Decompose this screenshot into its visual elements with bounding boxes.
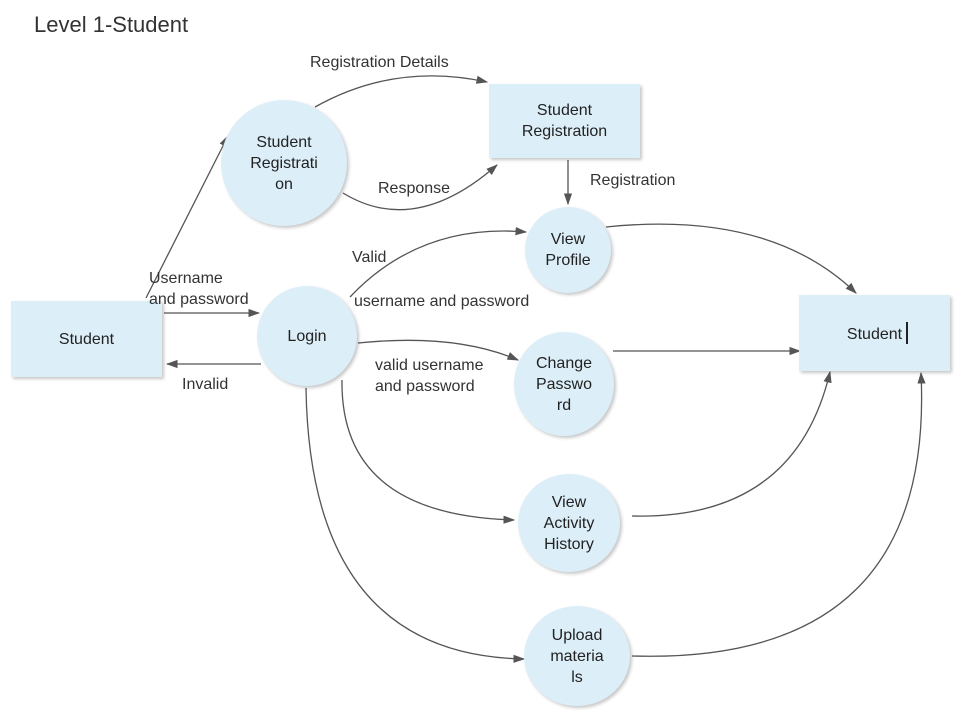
student-registration-store-label: Student Registration	[521, 102, 608, 140]
edge-student-to-registration	[145, 134, 229, 299]
label-username-and-password-mid: username and password	[354, 293, 530, 310]
student-registration-process: Student Registrati on	[221, 100, 347, 226]
student-left-label: Student	[58, 330, 115, 348]
edge-view-profile-to-student	[605, 223, 857, 294]
student-right-label: Student	[846, 326, 903, 343]
edge-upload-to-student	[631, 371, 926, 657]
edge-login-to-change-password	[357, 339, 520, 361]
text-cursor	[906, 322, 908, 344]
view-activity-history-process: View Activity History	[518, 474, 620, 572]
login-process-label: Login	[287, 327, 327, 345]
edge-login-to-activity-history	[341, 379, 516, 524]
edge-response	[342, 164, 498, 211]
edge-login-to-upload	[305, 387, 526, 663]
student-right-entity: Student	[799, 295, 950, 371]
label-response: Response	[378, 180, 451, 197]
view-profile-process-label: View Profile	[545, 231, 591, 269]
label-registration-details: Registration Details	[310, 54, 449, 71]
label-valid: Valid	[352, 249, 387, 266]
diagram-title: Level 1-Student	[34, 12, 189, 37]
view-profile-process: View Profile	[525, 207, 611, 293]
student-left-entity: Student	[11, 301, 162, 377]
upload-materials-process: Upload materia ls	[524, 606, 630, 706]
view-activity-history-process-label: View Activity History	[543, 493, 595, 553]
edge-registration-details	[314, 75, 489, 108]
label-username-and-password-login: Username and password	[149, 270, 249, 308]
edge-activity-to-student	[631, 370, 832, 517]
login-process: Login	[257, 286, 357, 386]
label-registration: Registration	[590, 172, 676, 189]
label-invalid: Invalid	[182, 376, 229, 393]
student-registration-process-label: Student Registrati on	[250, 133, 318, 193]
label-valid-username-and-password: valid username and password	[375, 357, 484, 395]
change-password-process-label: Change Passwo rd	[535, 354, 593, 414]
change-password-process: Change Passwo rd	[514, 332, 614, 436]
upload-materials-process-label: Upload materia ls	[550, 626, 604, 686]
edge-valid-to-view-profile	[349, 227, 528, 298]
student-registration-store: Student Registration	[489, 84, 640, 158]
